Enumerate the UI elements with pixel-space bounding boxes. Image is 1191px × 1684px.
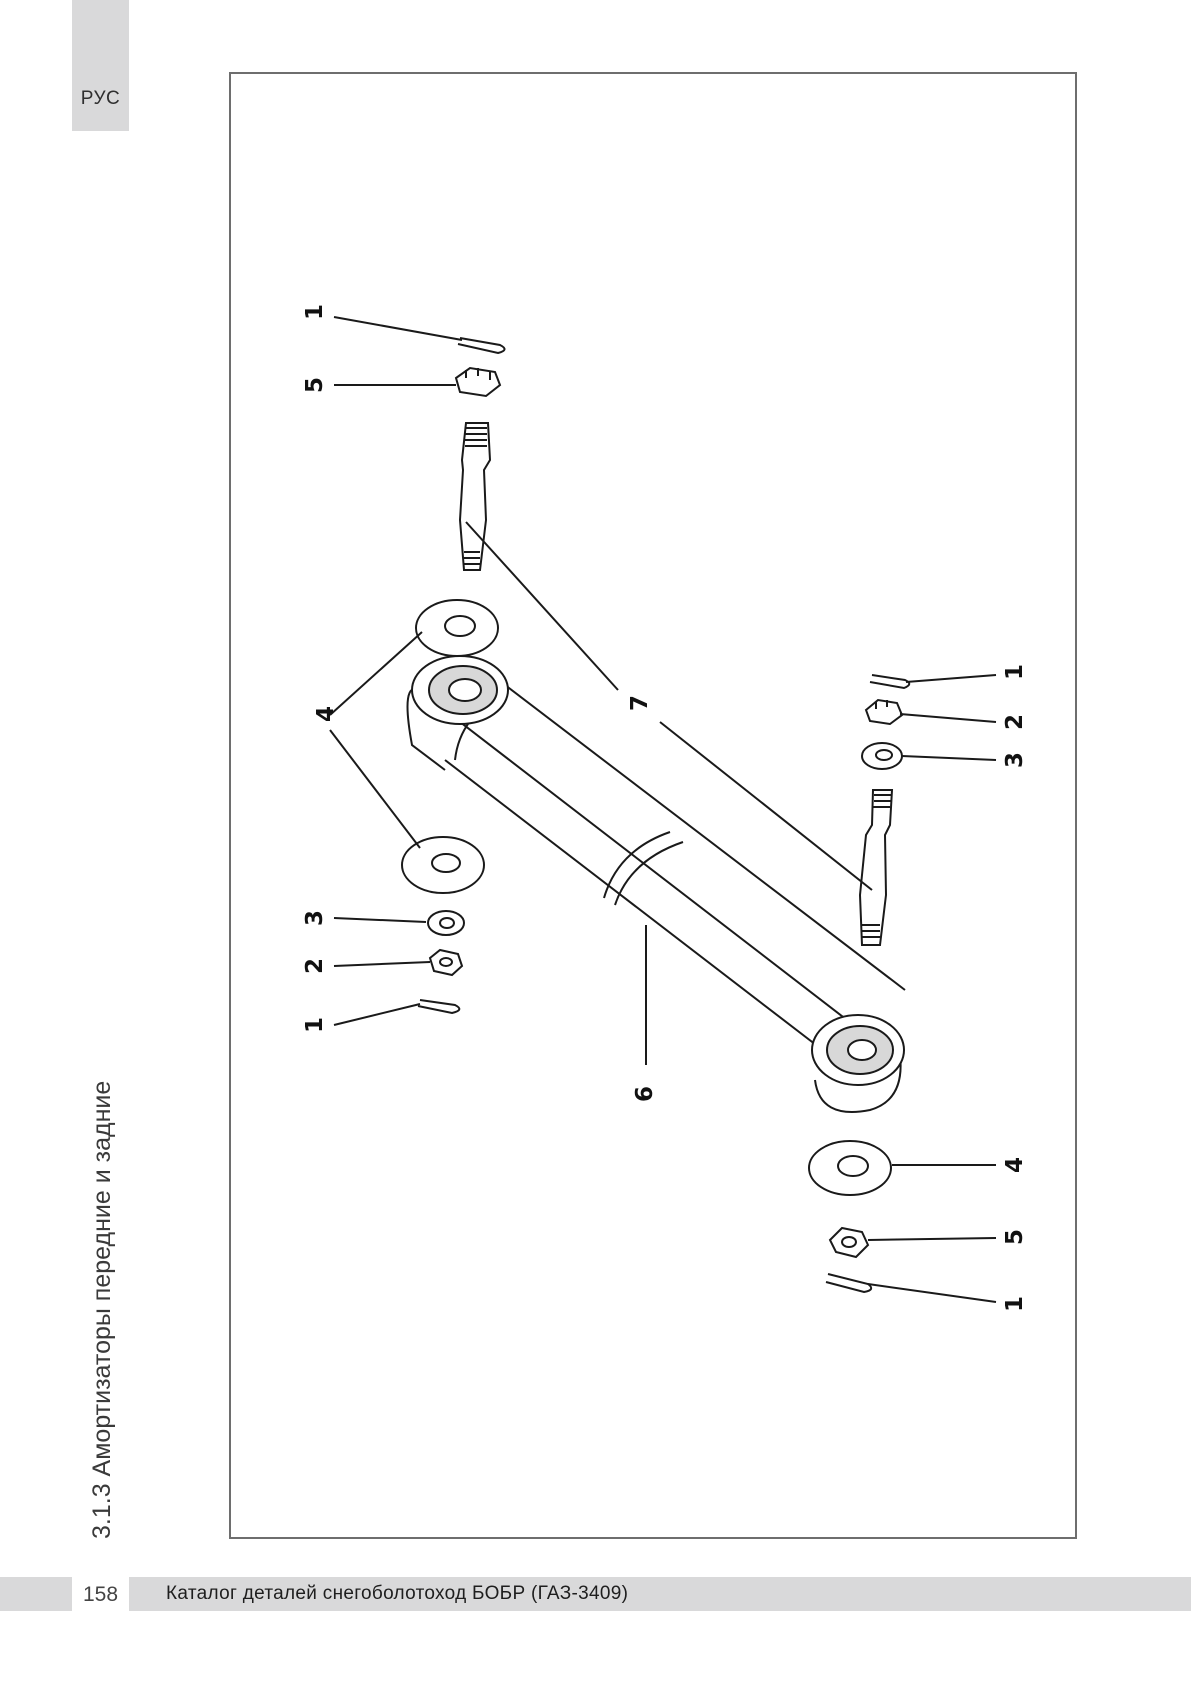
- cotter-pin-right: [869, 674, 911, 690]
- callout-5-top: 5: [302, 377, 328, 393]
- callout-6: 6: [632, 1086, 658, 1102]
- callout-1-top: 1: [302, 304, 328, 320]
- callout-2-left: 2: [302, 958, 328, 974]
- footer-bar: [0, 1577, 1191, 1611]
- callout-7: 7: [627, 695, 653, 711]
- stud-7-bottom: [858, 789, 894, 946]
- callout-4-bottom: 4: [1002, 1157, 1028, 1173]
- castle-nut-2-right: [864, 698, 904, 726]
- stud-7-top: [458, 422, 492, 571]
- cotter-pin-top: [457, 337, 506, 355]
- callout-3-right: 3: [1002, 752, 1028, 768]
- callout-5-bottom: 5: [1002, 1229, 1028, 1245]
- callout-1-right: 1: [1002, 664, 1028, 680]
- callout-1-bottom: 1: [1002, 1296, 1028, 1312]
- washer-4-bottom: [808, 1140, 892, 1196]
- catalog-title: Каталог деталей снегоболотоход БОБР (ГАЗ…: [166, 1583, 629, 1604]
- nut-2-left: [428, 948, 464, 977]
- callout-4-top: 4: [313, 706, 339, 722]
- page-number: 158: [82, 1583, 119, 1606]
- castle-nut-5-top: [454, 366, 502, 398]
- washer-4-mid: [401, 836, 485, 894]
- shock-absorber-body: [406, 655, 906, 1113]
- language-tab: РУС: [72, 0, 129, 131]
- page-number-box: 158: [72, 1577, 129, 1613]
- cotter-pin-bottom: [825, 1273, 873, 1294]
- washer-3-right: [861, 742, 903, 770]
- language-label: РУС: [80, 88, 121, 109]
- washer-3-left: [427, 910, 465, 936]
- callout-2-right: 2: [1002, 714, 1028, 730]
- cotter-pin-left: [417, 999, 461, 1015]
- nut-5-bottom: [828, 1226, 870, 1259]
- callout-3-left: 3: [302, 910, 328, 926]
- callout-1-left: 1: [302, 1017, 328, 1033]
- washer-4-top: [415, 599, 499, 657]
